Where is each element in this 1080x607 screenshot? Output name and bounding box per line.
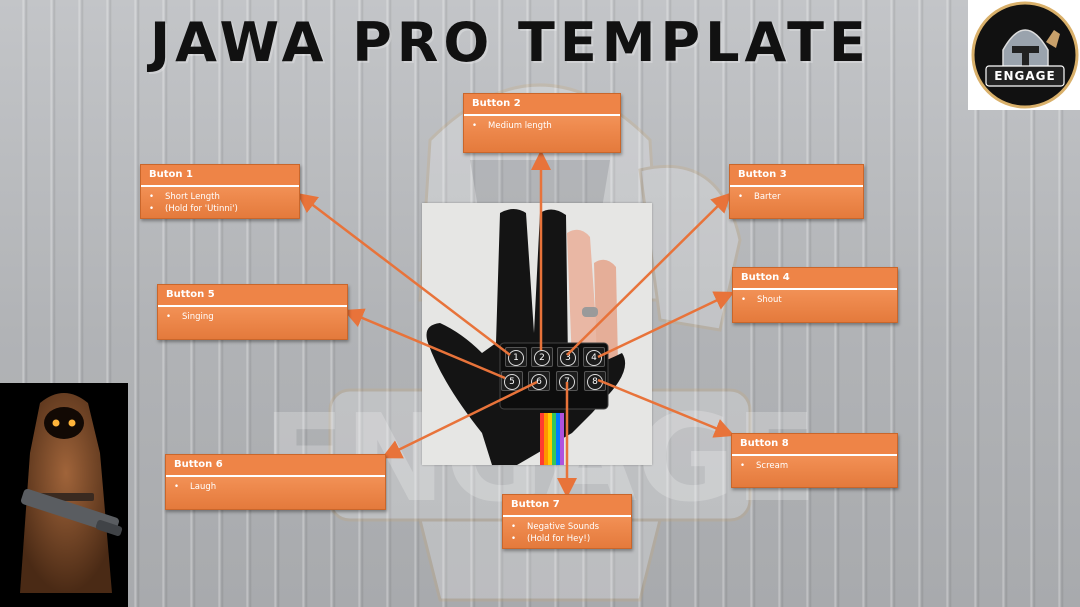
callout-button-8: Button 8 •Scream <box>731 433 898 488</box>
pad-button-7: 7 <box>556 371 578 391</box>
callout-button-6: Button 6 •Laugh <box>165 454 386 510</box>
pad-button-1: 1 <box>505 347 527 367</box>
pad-button-4: 4 <box>583 347 605 367</box>
engage-logo: ENGAGE <box>968 0 1080 110</box>
rainbow-cable <box>540 413 564 465</box>
callout-title: Buton 1 <box>141 165 299 187</box>
callout-button-4: Button 4 •Shout <box>732 267 898 323</box>
page-title: JAWA PRO TEMPLATE <box>150 11 871 74</box>
pad-button-2: 2 <box>531 347 553 367</box>
callout-line: Shout <box>757 295 782 305</box>
callout-line: Laugh <box>190 482 217 492</box>
callout-line: Medium length <box>488 121 552 131</box>
callout-line: (Hold for Hey!) <box>527 534 591 544</box>
callout-button-2: Button 2 •Medium length <box>463 93 621 153</box>
callout-title: Button 5 <box>158 285 347 307</box>
helmet-mascot-icon <box>971 1 1079 109</box>
callout-button-3: Button 3 •Barter <box>729 164 864 219</box>
callout-button-1: Buton 1 •Short Length •(Hold for 'Utinni… <box>140 164 300 219</box>
callout-line: (Hold for 'Utinni') <box>165 204 238 214</box>
callout-title: Button 6 <box>166 455 385 477</box>
callout-line: Singing <box>182 312 214 322</box>
callout-title: Button 3 <box>730 165 863 187</box>
logo-text: ENGAGE <box>994 69 1056 83</box>
pad-button-6: 6 <box>528 371 550 391</box>
callout-title: Button 4 <box>733 268 897 290</box>
callout-button-7: Button 7 •Negative Sounds •(Hold for Hey… <box>502 494 632 549</box>
jawa-figure-icon <box>20 393 123 593</box>
glove-illustration <box>422 203 652 465</box>
callout-title: Button 8 <box>732 434 897 456</box>
callout-line: Short Length <box>165 192 220 202</box>
jawa-figure-image <box>0 383 128 607</box>
callout-title: Button 7 <box>503 495 631 517</box>
callout-line: Barter <box>754 192 781 202</box>
callout-line: Negative Sounds <box>527 522 600 532</box>
pad-button-3: 3 <box>557 347 579 367</box>
callout-line: Scream <box>756 461 789 471</box>
callout-button-5: Button 5 •Singing <box>157 284 348 340</box>
pad-button-5: 5 <box>501 371 523 391</box>
glove-photo: 1 2 3 4 5 6 7 8 <box>422 203 652 465</box>
pad-button-8: 8 <box>584 371 606 391</box>
callout-title: Button 2 <box>464 94 620 116</box>
